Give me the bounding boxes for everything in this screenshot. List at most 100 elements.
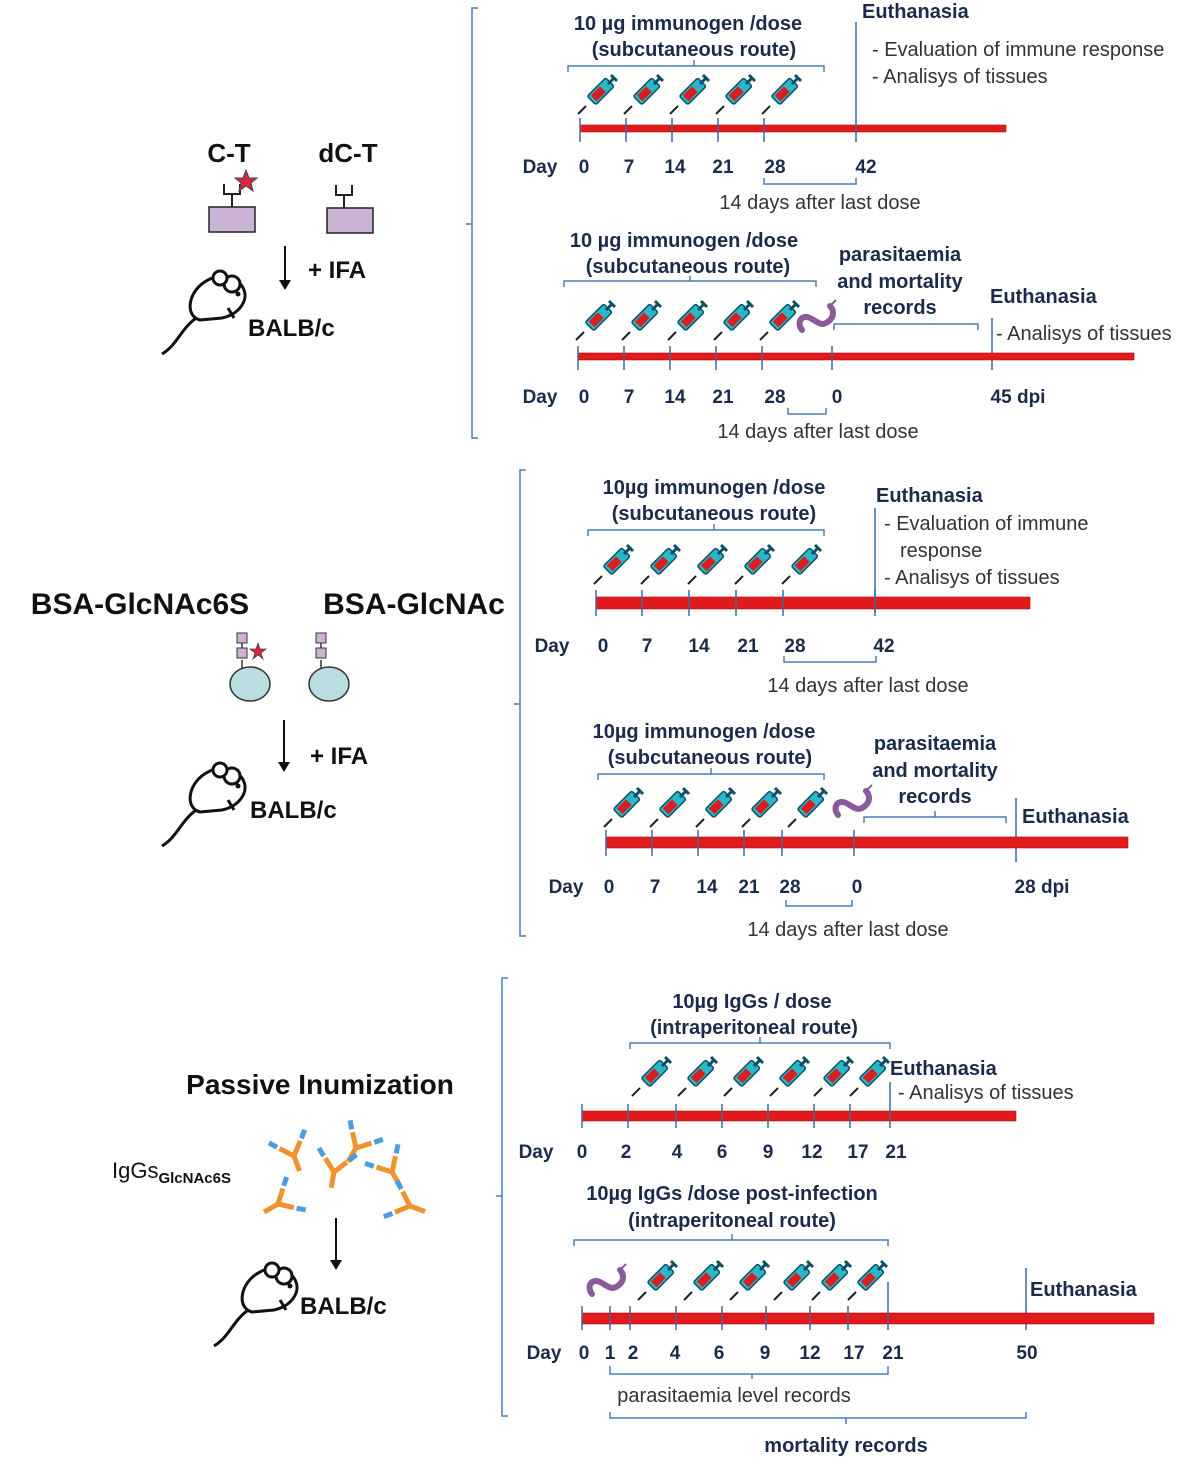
p1b-day: 45 dpi xyxy=(991,387,1046,408)
p3b-mortality-records: mortality records xyxy=(764,1435,927,1457)
construct-c-t-label: C-T xyxy=(207,138,250,168)
p2a-note-tissues: - Analisys of tissues xyxy=(884,567,1060,589)
p3b-day: 50 xyxy=(1016,1343,1037,1364)
mouse-strain-label: BALB/c xyxy=(250,797,337,824)
mouse-strain-label: BALB/c xyxy=(248,315,335,342)
p1b-day: 7 xyxy=(624,387,635,408)
igg-label-sub: GlcNAc6S xyxy=(158,1170,231,1187)
p1a-dose-label: 10 µg immunogen /dose xyxy=(574,13,802,35)
p3b-day: 6 xyxy=(714,1343,725,1364)
p3a-day: 0 xyxy=(577,1142,588,1163)
p3b-day: 9 xyxy=(760,1343,771,1364)
p1a-day: 7 xyxy=(624,157,635,178)
p1b-after-dose: 14 days after last dose xyxy=(717,421,918,443)
panel3-bracket xyxy=(501,977,508,1417)
igg-label: IgGsGlcNAc6S xyxy=(112,1158,231,1187)
syringe-icon xyxy=(810,1259,853,1302)
p3b-day: 4 xyxy=(670,1343,681,1364)
p1b-day: 0 xyxy=(579,387,590,408)
p2b-day: 0 xyxy=(604,877,615,898)
p3a-day: 4 xyxy=(672,1142,683,1163)
p2a-euthanasia-label: Euthanasia xyxy=(876,485,984,507)
syringe-icon xyxy=(630,1055,673,1098)
syringe-icon xyxy=(639,543,682,586)
syringe-icon xyxy=(576,73,619,116)
panel1-bracket xyxy=(471,7,478,439)
construct-dc-t-label: dC-T xyxy=(318,138,377,168)
p1b-record-2: and mortality xyxy=(837,271,963,293)
syringe-icon xyxy=(622,73,665,116)
p2a-day: 0 xyxy=(598,636,609,657)
down-arrow-icon xyxy=(279,246,291,290)
antibody-icon xyxy=(384,1181,432,1229)
construct-dc-t-shape xyxy=(326,185,374,234)
p3a-day: 17 xyxy=(847,1142,868,1163)
antibody-icon xyxy=(332,1120,383,1171)
syringe-icon xyxy=(812,1055,855,1098)
p1a-day: 42 xyxy=(855,157,876,178)
p2a-day: 14 xyxy=(688,636,710,657)
p1a-note-tissues: - Analisys of tissues xyxy=(872,66,1048,88)
p1a-dose-bracket xyxy=(567,65,825,72)
p1b-day: 0 xyxy=(832,387,843,408)
mouse-icon xyxy=(160,269,247,356)
syringe-icon xyxy=(676,1055,719,1098)
p2b-route-label: (subcutaneous route) xyxy=(608,747,812,769)
p1b-note-tissues: - Analisys of tissues xyxy=(996,323,1172,345)
syringe-icon xyxy=(682,1259,725,1302)
p2b-timeline-bar xyxy=(605,836,1129,849)
syringe-icon xyxy=(728,1259,771,1302)
mouse-strain-label: BALB/c xyxy=(300,1293,387,1320)
p1b-day-label: Day xyxy=(523,387,558,408)
p2a-day: 7 xyxy=(642,636,653,657)
syringe-icon xyxy=(668,73,711,116)
p1a-day: 14 xyxy=(664,157,686,178)
antibody-icon xyxy=(269,1130,317,1178)
p2b-record-2: and mortality xyxy=(872,760,998,782)
syringe-icon xyxy=(602,786,645,829)
p3a-day-label: Day xyxy=(519,1142,554,1163)
p3b-dose-label: 10µg IgGs /dose post-infection xyxy=(586,1183,878,1205)
mouse-icon xyxy=(212,1261,299,1348)
p3b-day-label: Day xyxy=(527,1343,562,1364)
p1a-day-label: Day xyxy=(523,157,558,178)
p2b-day: 14 xyxy=(696,877,718,898)
syringe-icon xyxy=(592,543,635,586)
p1a-note-immune: - Evaluation of immune response xyxy=(872,39,1164,61)
p3b-day: 21 xyxy=(882,1343,904,1364)
p1a-day: 0 xyxy=(579,157,590,178)
p2b-record-3: records xyxy=(898,786,971,808)
syringe-icon xyxy=(686,543,729,586)
bead-glcnac-shape xyxy=(308,632,350,702)
panel2-bracket xyxy=(519,469,526,937)
p3a-dose-label: 10µg IgGs / dose xyxy=(672,991,831,1013)
p2b-day: 28 dpi xyxy=(1015,877,1070,898)
p3b-day: 2 xyxy=(628,1343,639,1364)
p1b-day: 28 xyxy=(764,387,785,408)
p2a-note-response: response xyxy=(900,540,982,562)
igg-label-main: IgGs xyxy=(112,1158,158,1183)
p1a-after-dose: 14 days after last dose xyxy=(719,192,920,214)
p2b-day: 0 xyxy=(852,877,863,898)
mouse-icon xyxy=(160,761,247,848)
syringe-icon xyxy=(768,1055,811,1098)
p3b-day: 1 xyxy=(605,1343,616,1364)
p2b-dose-label: 10µg immunogen /dose xyxy=(593,721,816,743)
p3b-parasitaemia-level: parasitaemia level records xyxy=(617,1385,850,1407)
p2a-day: 42 xyxy=(873,636,894,657)
syringe-icon xyxy=(740,786,783,829)
syringe-icon xyxy=(712,299,755,342)
p2a-dose-label: 10µg immunogen /dose xyxy=(603,477,826,499)
p3a-day: 9 xyxy=(763,1142,774,1163)
syringe-icon xyxy=(648,786,691,829)
sulfate-star-icon xyxy=(248,641,268,661)
p2b-day: 21 xyxy=(738,877,760,898)
parasite-icon xyxy=(800,300,836,330)
passive-immunization-title: Passive Inumization xyxy=(186,1069,454,1100)
p1a-euthanasia-label: Euthanasia xyxy=(862,1,970,23)
p3b-route-label: (intraperitoneal route) xyxy=(628,1210,836,1232)
down-arrow-icon xyxy=(330,1218,342,1270)
p2a-day: 21 xyxy=(737,636,759,657)
p1a-timeline-bar xyxy=(579,124,1007,133)
p1b-record-1: parasitaemia xyxy=(839,244,962,266)
